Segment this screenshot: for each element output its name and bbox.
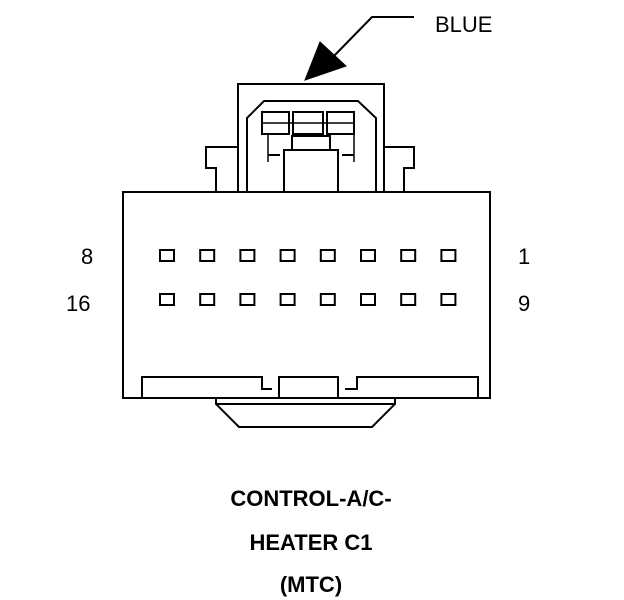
- lock-tongue: [283, 149, 339, 192]
- pin-cavity-4: [319, 249, 336, 262]
- pin-cavity-6: [239, 249, 256, 262]
- connector-bottom-shroud: [215, 397, 396, 428]
- pin-cavity-10: [400, 293, 417, 306]
- pin-label-9: 9: [518, 291, 530, 316]
- pin-cavity-grid: [159, 249, 457, 306]
- pin-label-8: 8: [81, 244, 93, 269]
- pin-cavity-12: [319, 293, 336, 306]
- color-callout: BLUE: [304, 12, 492, 81]
- pin-label-16: 16: [66, 291, 90, 316]
- pin-cavity-3: [360, 249, 376, 262]
- callout-arrowhead: [304, 41, 347, 81]
- connector-keying-rails: [141, 376, 479, 399]
- pin-cavity-13: [279, 293, 296, 306]
- pin-label-1: 1: [518, 244, 530, 269]
- pin-cavity-9: [440, 293, 457, 306]
- rail-right: [345, 376, 479, 398]
- wire-color-label: BLUE: [435, 12, 492, 37]
- pin-cavity-14: [239, 293, 256, 306]
- latch-outer-housing: [237, 83, 385, 192]
- connector-body: [122, 191, 491, 399]
- pin-cavity-8: [159, 249, 175, 262]
- connector-latch: [205, 83, 415, 192]
- pin-cavity-1: [440, 249, 457, 262]
- lock-tongue-top: [291, 135, 331, 151]
- pin-cavity-16: [159, 293, 175, 306]
- pin-cavity-2: [400, 249, 417, 262]
- pin-cavity-7: [199, 249, 216, 262]
- pin-cavity-11: [360, 293, 376, 306]
- rail-left: [141, 376, 272, 398]
- callout-leader-line: [331, 16, 414, 59]
- caption-line-2: HEATER C1: [249, 530, 372, 555]
- bottom-shroud-outer: [215, 397, 396, 428]
- caption-line-1: CONTROL-A/C-: [230, 486, 391, 511]
- pin-cavity-15: [199, 293, 216, 306]
- latch-ear-right: [384, 146, 415, 192]
- latch-inner-frame: [246, 100, 377, 192]
- rail-center-key: [278, 376, 339, 399]
- caption-line-3: (MTC): [280, 572, 342, 597]
- pin-cavity-5: [279, 249, 296, 262]
- latch-ear-left: [205, 146, 238, 192]
